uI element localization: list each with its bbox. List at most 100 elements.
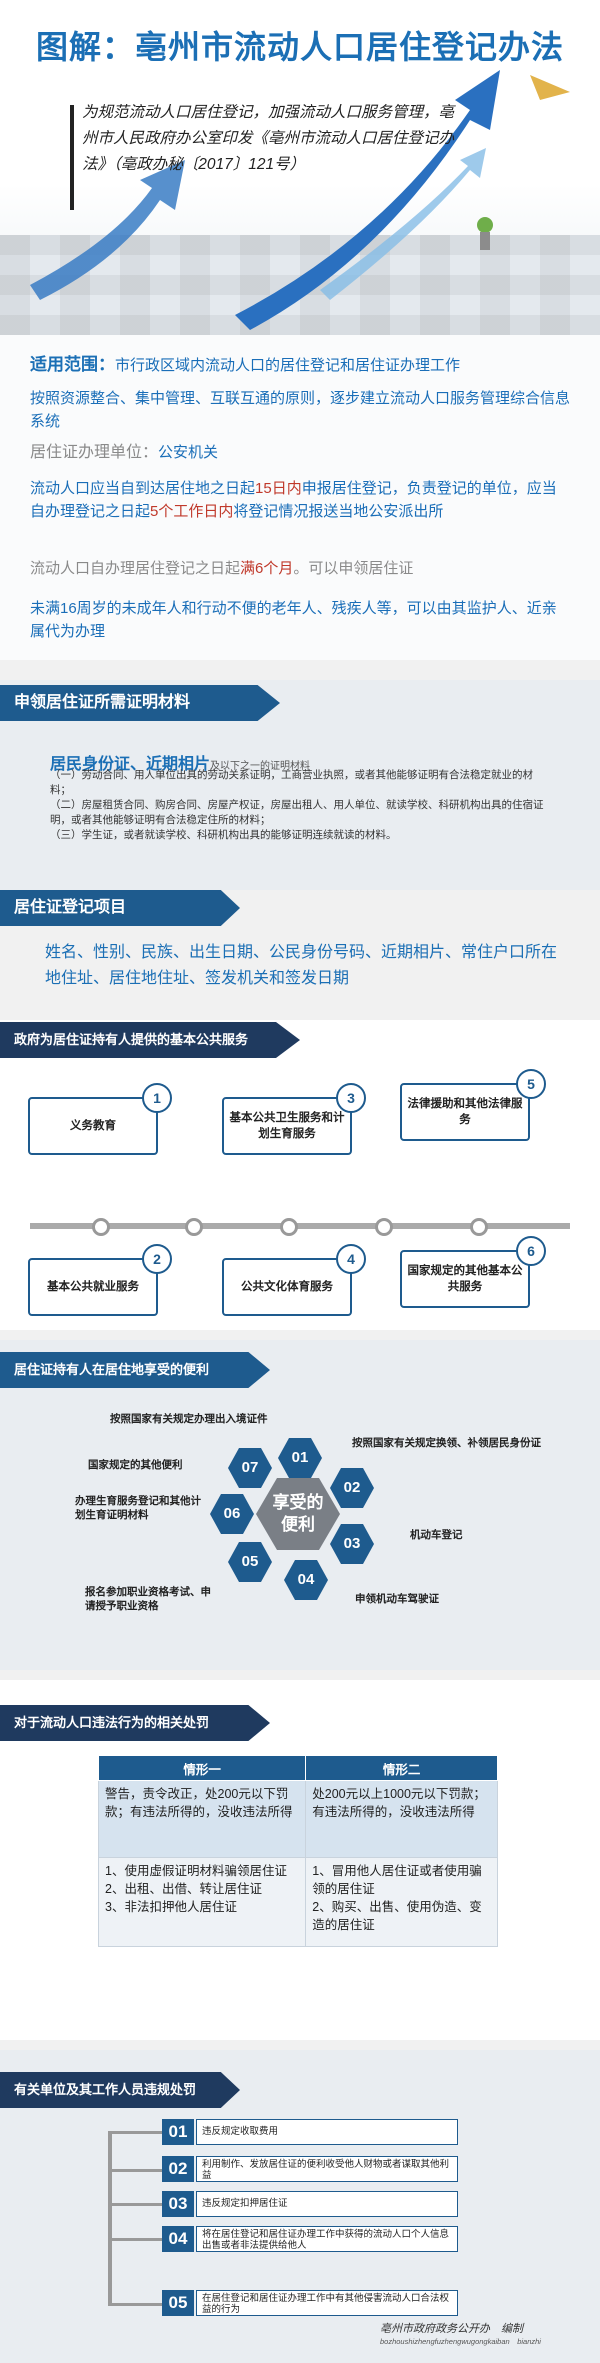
services-timeline: [30, 1223, 570, 1229]
service-num-3: 3: [336, 1083, 366, 1113]
minor-rule: 未满16周岁的未成年人和行动不便的老年人、残疾人等，可以由其监护人、近亲属代为办…: [30, 600, 557, 640]
growth-arrows-illustration: [30, 70, 570, 330]
penalty-header: 情形二: [305, 1755, 498, 1781]
penalty-row: 警告，责令改正，处200元以下罚款；有违法所得的，没收违法所得 处200元以上1…: [97, 1780, 498, 1858]
docs-item: （二）房屋租赁合同、购房合同、房屋产权证，房屋出租人、用人单位、就读学校、科研机…: [50, 799, 544, 826]
scope-line: 适用范围：市行政区域内流动人口的居住登记和居住证办理工作: [30, 353, 570, 377]
connector-line: [108, 2303, 162, 2306]
penalty-row: 1、使用虚假证明材料骗领居住证 2、出租、出借、转让居住证 3、非法扣押他人居住…: [97, 1857, 498, 1947]
timeline-dot: [375, 1218, 393, 1236]
connector-line: [108, 2203, 162, 2206]
connector-line: [108, 2169, 162, 2172]
page-title: 图解：亳州市流动人口居住登记办法: [35, 29, 564, 65]
service-card-1: 义务教育: [28, 1097, 158, 1155]
unit-num-03: 03: [162, 2191, 194, 2217]
unit-num-05: 05: [162, 2290, 194, 2316]
service-label: 国家规定的其他基本公共服务: [407, 1265, 523, 1293]
timeline-dot: [92, 1218, 110, 1236]
benefit-label-01: 按照国家有关规定办理出入境证件: [110, 1413, 268, 1425]
benefits-center-hex: 享受的 便利: [256, 1478, 340, 1550]
unit-num-02: 02: [162, 2156, 194, 2182]
intro-text: 为规范流动人口居住登记，加强流动人口服务管理，亳州市人民政府办公室印发《亳州市流…: [82, 104, 455, 173]
apply-text-c: 。可以申领居住证: [293, 560, 414, 577]
docs-title-note: 及以下之一的证明材料: [210, 761, 311, 772]
header-hero: 图解：亳州市流动人口居住登记办法 为规范流动人口居住登记，加强流动人口服务管理，…: [0, 0, 600, 335]
units-banner: 有关单位及其工作人员违规处罚: [0, 2072, 240, 2108]
center-line: 便利: [281, 1515, 315, 1534]
service-num-4: 4: [336, 1244, 366, 1274]
penalty-banner: 对于流动人口违法行为的相关处罚: [0, 1705, 270, 1741]
service-card-6: 国家规定的其他基本公共服务: [400, 1250, 530, 1308]
apply-text-a: 流动人口自办理居住登记之日起: [30, 560, 241, 577]
items-text: 姓名、性别、民族、出生日期、公民身份号码、近期相片、常住户口所在地住址、居住地住…: [45, 944, 558, 987]
unit-line: 居住证办理单位：公安机关: [30, 441, 570, 464]
unit-text-01: 违反规定收取费用: [196, 2119, 458, 2145]
service-num-5: 5: [516, 1069, 546, 1099]
penalty-cell: 1、使用虚假证明材料骗领居住证 2、出租、出借、转让居住证 3、非法扣押他人居住…: [97, 1857, 307, 1947]
service-card-3: 基本公共卫生服务和计划生育服务: [222, 1097, 352, 1155]
benefit-label-06: 办理生育服务登记和其他计划生育证明材料: [75, 1495, 201, 1521]
service-card-2: 基本公共就业服务: [28, 1258, 158, 1316]
penalty-cell: 1、冒用他人居住证或者使用骗领的居住证 2、购买、出售、使用伪造、变造的居住证: [305, 1857, 498, 1947]
benefit-label-02: 按照国家有关规定换领、补领居民身份证: [352, 1437, 541, 1449]
apply-period: 满6个月: [240, 560, 294, 577]
docs-banner: 申领居住证所需证明材料: [0, 685, 280, 721]
penalty-header: 情形一: [97, 1755, 307, 1781]
benefit-label-04: 申领机动车驾驶证: [355, 1593, 439, 1605]
principle-text: 按照资源整合、集中管理、互联互通的原则，逐步建立流动人口服务管理综合信息系统: [30, 390, 571, 430]
service-num-2: 2: [142, 1244, 172, 1274]
timeline-dot: [470, 1218, 488, 1236]
benefit-label-07: 国家规定的其他便利: [88, 1459, 183, 1471]
scope-label: 适用范围：: [30, 355, 115, 374]
intro-accent-bar: [70, 105, 74, 210]
unit-num-01: 01: [162, 2119, 194, 2145]
unit-text-02: 利用制作、发放居住证的便利收受他人财物或者谋取其他利益: [196, 2156, 458, 2182]
penalty-header-row: 情形一 情形二: [97, 1755, 498, 1781]
timeline-dot: [185, 1218, 203, 1236]
docs-list: （一）劳动合同、用人单位出具的劳动关系证明，工商营业执照，或者其他能够证明有合法…: [50, 768, 550, 843]
service-label: 公共文化体育服务: [241, 1281, 333, 1293]
scope-text: 市行政区域内流动人口的居住登记和居住证办理工作: [115, 357, 461, 374]
docs-title-main: 居民身份证、近期相片: [50, 756, 211, 773]
penalty-table: 情形一 情形二 警告，责令改正，处200元以下罚款；有违法所得的，没收违法所得 …: [97, 1755, 498, 1947]
benefit-label-05: 报名参加职业资格考试、申请授予职业资格: [85, 1586, 211, 1612]
benefit-label-03: 机动车登记: [410, 1529, 463, 1541]
service-card-5: 法律援助和其他法律服务: [400, 1083, 530, 1141]
penalty-cell: 警告，责令改正，处200元以下罚款；有违法所得的，没收违法所得: [97, 1780, 307, 1858]
unit-text-04: 将在居住登记和居住证办理工作中获得的流动人口个人信息出售或者非法提供给他人: [196, 2226, 458, 2252]
unit-label: 居住证办理单位：: [30, 444, 159, 461]
service-card-4: 公共文化体育服务: [222, 1258, 352, 1316]
benefits-banner: 居住证持有人在居住地享受的便利: [0, 1352, 270, 1388]
center-line: 享受的: [272, 1493, 324, 1512]
unit-num-04: 04: [162, 2226, 194, 2252]
footer-credit-pinyin: bozhoushizhengfuzhengwugongkaiban bianzh…: [380, 2337, 541, 2346]
connector-line: [108, 2131, 162, 2134]
service-num-1: 1: [142, 1083, 172, 1113]
services-banner: 政府为居住证持有人提供的基本公共服务: [0, 1022, 300, 1058]
footer-credit: 亳州市政府政务公开办 编制: [380, 2323, 523, 2335]
apply-rule: 流动人口自办理居住登记之日起满6个月。可以申领居住证: [30, 557, 570, 580]
connector-line: [108, 2131, 112, 2305]
scope-section: 适用范围：市行政区域内流动人口的居住登记和居住证办理工作 按照资源整合、集中管理…: [0, 335, 600, 660]
service-num-6: 6: [516, 1236, 546, 1266]
reg-text-e: 将登记情况报送当地公安派出所: [233, 503, 444, 520]
reg-deadline-days: 15日内: [255, 480, 302, 497]
reg-text-c: 申报居住登记，负责登记的单位，应当自办理登记之日起: [30, 480, 557, 520]
timeline-dot: [280, 1218, 298, 1236]
unit-text-05: 在居住登记和居住证办理工作中有其他侵害流动人口合法权益的行为: [196, 2290, 458, 2316]
docs-item: （一）劳动合同、用人单位出具的劳动关系证明，工商营业执照，或者其他能够证明有合法…: [50, 769, 533, 796]
docs-item: （三）学生证，或者就读学校、科研机构出具的能够证明连续就读的材料。: [50, 829, 397, 841]
unit-value: 公安机关: [158, 444, 219, 461]
reg-deadline-workdays: 5个工作日内: [150, 503, 234, 520]
docs-title: 居民身份证、近期相片及以下之一的证明材料: [50, 750, 310, 774]
unit-text-03: 违反规定扣押居住证: [196, 2191, 458, 2217]
service-label: 基本公共就业服务: [47, 1281, 139, 1293]
connector-line: [108, 2238, 162, 2241]
penalty-cell: 处200元以上1000元以下罚款；有违法所得的，没收违法所得: [305, 1780, 498, 1858]
service-label: 法律援助和其他法律服务: [407, 1098, 523, 1126]
items-banner: 居住证登记项目: [0, 890, 240, 926]
service-label: 基本公共卫生服务和计划生育服务: [229, 1112, 345, 1140]
reg-text-a: 流动人口应当自到达居住地之日起: [30, 480, 256, 497]
service-label: 义务教育: [70, 1120, 116, 1132]
